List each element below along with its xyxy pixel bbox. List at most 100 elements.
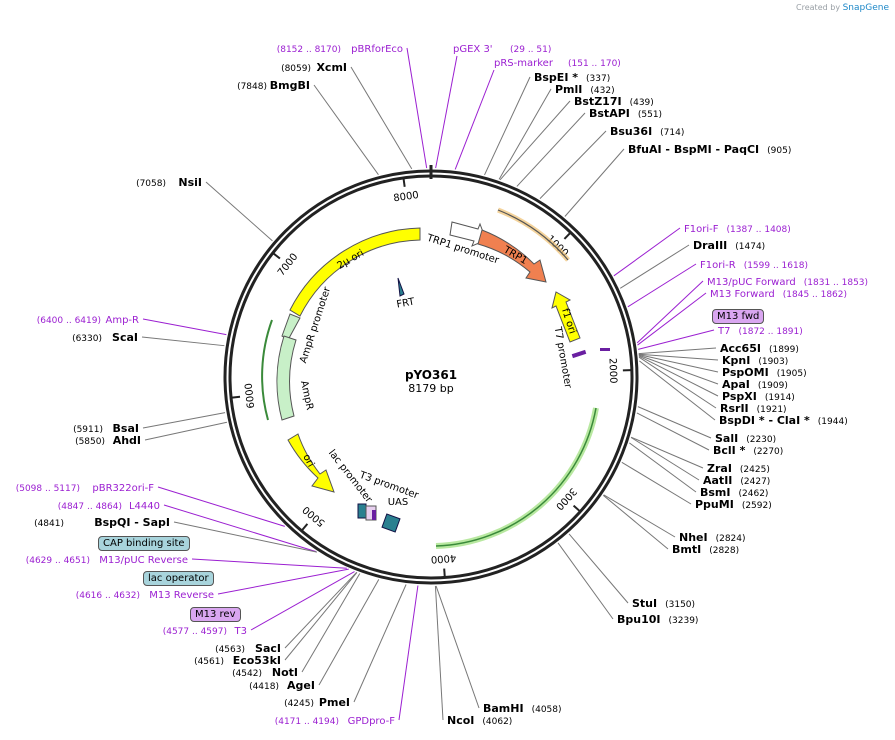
site-label-rsrii[interactable]: RsrII <box>720 402 749 415</box>
site-label-f1orir[interactable]: F1ori-R <box>700 260 736 271</box>
site-pos-m13pucf: (1831 .. 1853) <box>804 278 868 288</box>
site-label-ncoi[interactable]: NcoI <box>447 714 474 727</box>
tick-label: 7000 <box>276 252 300 279</box>
site-pos-apai: (1909) <box>758 381 788 391</box>
site-label-aatii[interactable]: AatII <box>703 474 732 487</box>
site-label-bstz17i[interactable]: BstZ17I <box>574 95 622 108</box>
tick-label: 6000 <box>244 382 258 408</box>
site-pos-acc65i: (1899) <box>769 345 799 355</box>
leader-line <box>602 494 669 550</box>
box-label[interactable]: CAP binding site <box>98 536 190 551</box>
site-pos-xcmi: (8059) <box>281 64 311 74</box>
site-label-ahdi[interactable]: AhdI <box>113 434 141 447</box>
site-label-bfuai[interactable]: BfuAI - BspMI - PaqCI <box>628 143 759 156</box>
site-pos-bfuai: (905) <box>767 146 791 156</box>
leader-line <box>205 181 273 242</box>
site-label-apai[interactable]: ApaI <box>722 378 750 391</box>
site-label-stui[interactable]: StuI <box>632 597 657 610</box>
site-label-ampr[interactable]: Amp-R <box>106 315 140 326</box>
site-label-pbrforeco[interactable]: pBRforEco <box>351 44 403 55</box>
site-pos-ppumi: (2592) <box>742 501 772 511</box>
site-pos-f1orif: (1387 .. 1408) <box>726 225 790 235</box>
feature-t7-mark[interactable] <box>571 349 587 359</box>
site-label-zrai[interactable]: ZraI <box>707 462 732 475</box>
leader-line <box>637 292 707 346</box>
site-pos-bamhi: (4058) <box>532 705 562 715</box>
feature-uas[interactable] <box>381 513 401 533</box>
site-label-bcli[interactable]: BclI * <box>713 444 746 457</box>
site-label-pbr322[interactable]: pBR322ori-F <box>92 483 154 494</box>
site-label-m13pucf[interactable]: M13/pUC Forward <box>707 277 796 288</box>
site-label-bsmi[interactable]: BsmI <box>700 486 731 499</box>
site-label-l4440[interactable]: L4440 <box>129 501 160 512</box>
box-label[interactable]: M13 fwd <box>712 309 765 324</box>
site-label-bspqi[interactable]: BspQI - SapI <box>94 516 170 529</box>
leader-line <box>318 579 380 686</box>
leader-line <box>636 412 710 451</box>
site-label-saci[interactable]: SacI <box>255 642 281 655</box>
feature-ampr-promoter[interactable] <box>281 313 301 341</box>
site-label-eco53ki[interactable]: Eco53kI <box>233 654 281 667</box>
site-label-bsu36i[interactable]: Bsu36I <box>610 125 652 138</box>
leader-line <box>638 347 717 355</box>
site-label-sali[interactable]: SalI <box>715 432 738 445</box>
leader-line <box>638 354 719 373</box>
site-label-pspxi[interactable]: PspXI <box>722 390 757 403</box>
feature-ampr[interactable] <box>276 335 297 421</box>
site-label-scai[interactable]: ScaI <box>112 331 138 344</box>
site-pos-kpni: (1903) <box>758 357 788 367</box>
primer-label[interactable]: pRS-marker <box>494 58 554 69</box>
site-label-pspomi[interactable]: PspOMI <box>722 366 769 379</box>
site-pos-t3: (4577 .. 4597) <box>163 627 227 637</box>
site-label-gpdprof[interactable]: GPDpro-F <box>348 716 396 727</box>
feature-t3-mark[interactable] <box>372 510 376 520</box>
leader-line <box>157 486 285 527</box>
site-pos-aatii: (2427) <box>740 477 770 487</box>
feature-2u-ori[interactable] <box>289 227 421 317</box>
box-label[interactable]: lac operator <box>143 571 214 586</box>
leader-line <box>639 360 716 421</box>
site-label-nhei[interactable]: NheI <box>679 531 708 544</box>
site-label-pmli[interactable]: PmlI <box>555 83 582 96</box>
site-label-bmti[interactable]: BmtI <box>672 543 701 556</box>
leader-line <box>613 227 681 277</box>
feature-f1-ori[interactable] <box>551 291 581 343</box>
site-label-bmgbi[interactable]: BmgBI <box>270 79 310 92</box>
site-label-bsai[interactable]: BsaI <box>113 422 139 435</box>
site-pos-ncoi: (4062) <box>482 717 512 727</box>
site-label-f1orif[interactable]: F1ori-F <box>684 224 719 235</box>
leader-line <box>250 571 355 631</box>
feature-frt[interactable] <box>397 277 405 297</box>
box-label[interactable]: M13 rev <box>190 607 241 622</box>
site-pos-ahdi: (5850) <box>75 437 105 447</box>
site-label-acc65i[interactable]: Acc65I <box>720 342 761 355</box>
site-label-m13f[interactable]: M13 Forward <box>710 289 775 300</box>
feature-ori[interactable] <box>287 433 335 493</box>
site-label-m13r[interactable]: M13 Reverse <box>149 590 214 601</box>
site-label-noti[interactable]: NotI <box>272 666 298 679</box>
site-label-kpni[interactable]: KpnI <box>722 354 750 367</box>
site-label-t3[interactable]: T3 <box>234 626 247 637</box>
site-label-bspdi[interactable]: BspDI * - ClaI * <box>719 414 810 427</box>
site-label-nsii[interactable]: NsiI <box>178 176 202 189</box>
site-label-m13pucr[interactable]: M13/pUC Reverse <box>99 555 188 566</box>
feature-trp1[interactable] <box>477 229 547 283</box>
site-pos-zrai: (2425) <box>740 465 770 475</box>
tick-label: 2000 <box>606 358 618 384</box>
site-label-ppumi[interactable]: PpuMI <box>695 498 734 511</box>
site-label-t7[interactable]: T7 <box>717 326 730 337</box>
tick-mark <box>301 523 309 531</box>
primer-label[interactable]: pGEX 3' <box>453 44 493 55</box>
site-pos-bsai: (5911) <box>73 425 103 435</box>
leader-line <box>301 573 361 673</box>
site-pos-rsrii: (1921) <box>757 405 787 415</box>
feature-lac-block[interactable] <box>357 503 367 519</box>
site-label-bpu10i[interactable]: Bpu10I <box>617 613 661 626</box>
site-label-bamhi[interactable]: BamHI <box>483 702 524 715</box>
site-label-bstapi[interactable]: BstAPI <box>589 107 630 120</box>
site-label-bspei[interactable]: BspEI * <box>534 71 578 84</box>
site-label-draiii[interactable]: DraIII <box>693 239 727 252</box>
site-label-agei[interactable]: AgeI <box>287 679 315 692</box>
site-label-pmei[interactable]: PmeI <box>319 696 350 709</box>
site-label-xcmi[interactable]: XcmI <box>316 61 347 74</box>
